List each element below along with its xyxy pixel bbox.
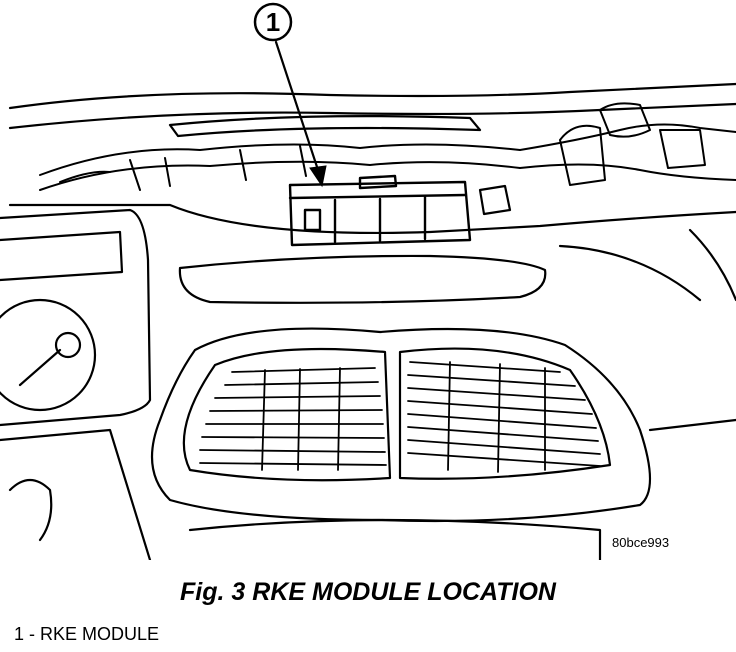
center-vent-housing [150, 327, 652, 523]
wiring-harness [39, 102, 736, 191]
callout-circle [253, 2, 293, 42]
rke-module-diagram: 1 [0, 2, 736, 560]
dash-top-edge [8, 82, 736, 110]
lower-center-panel [188, 518, 602, 560]
dash-panel-line [8, 203, 736, 235]
callout-number: 1 [266, 7, 280, 37]
harness-connector [478, 184, 512, 216]
callout-arrowhead [309, 165, 327, 188]
center-upper-opening [178, 254, 547, 304]
rke-module [288, 174, 472, 247]
lower-left-edge [0, 428, 152, 560]
right-vent-louvers [407, 361, 601, 473]
lower-right-edge [648, 418, 736, 432]
callout-leader-line [274, 40, 320, 172]
instrument-cluster [0, 208, 152, 427]
dash-lower-right [558, 244, 702, 302]
dash-right-contour [688, 228, 736, 302]
defroster-slot [168, 115, 482, 138]
image-code: 80bce993 [612, 535, 670, 550]
left-vent-louvers [199, 367, 387, 471]
dash-top-inner-edge [8, 102, 736, 130]
legend-item: 1 - RKE MODULE [14, 624, 160, 644]
lower-left-knob [8, 478, 53, 542]
figure-caption: Fig. 3 RKE MODULE LOCATION [180, 578, 556, 606]
